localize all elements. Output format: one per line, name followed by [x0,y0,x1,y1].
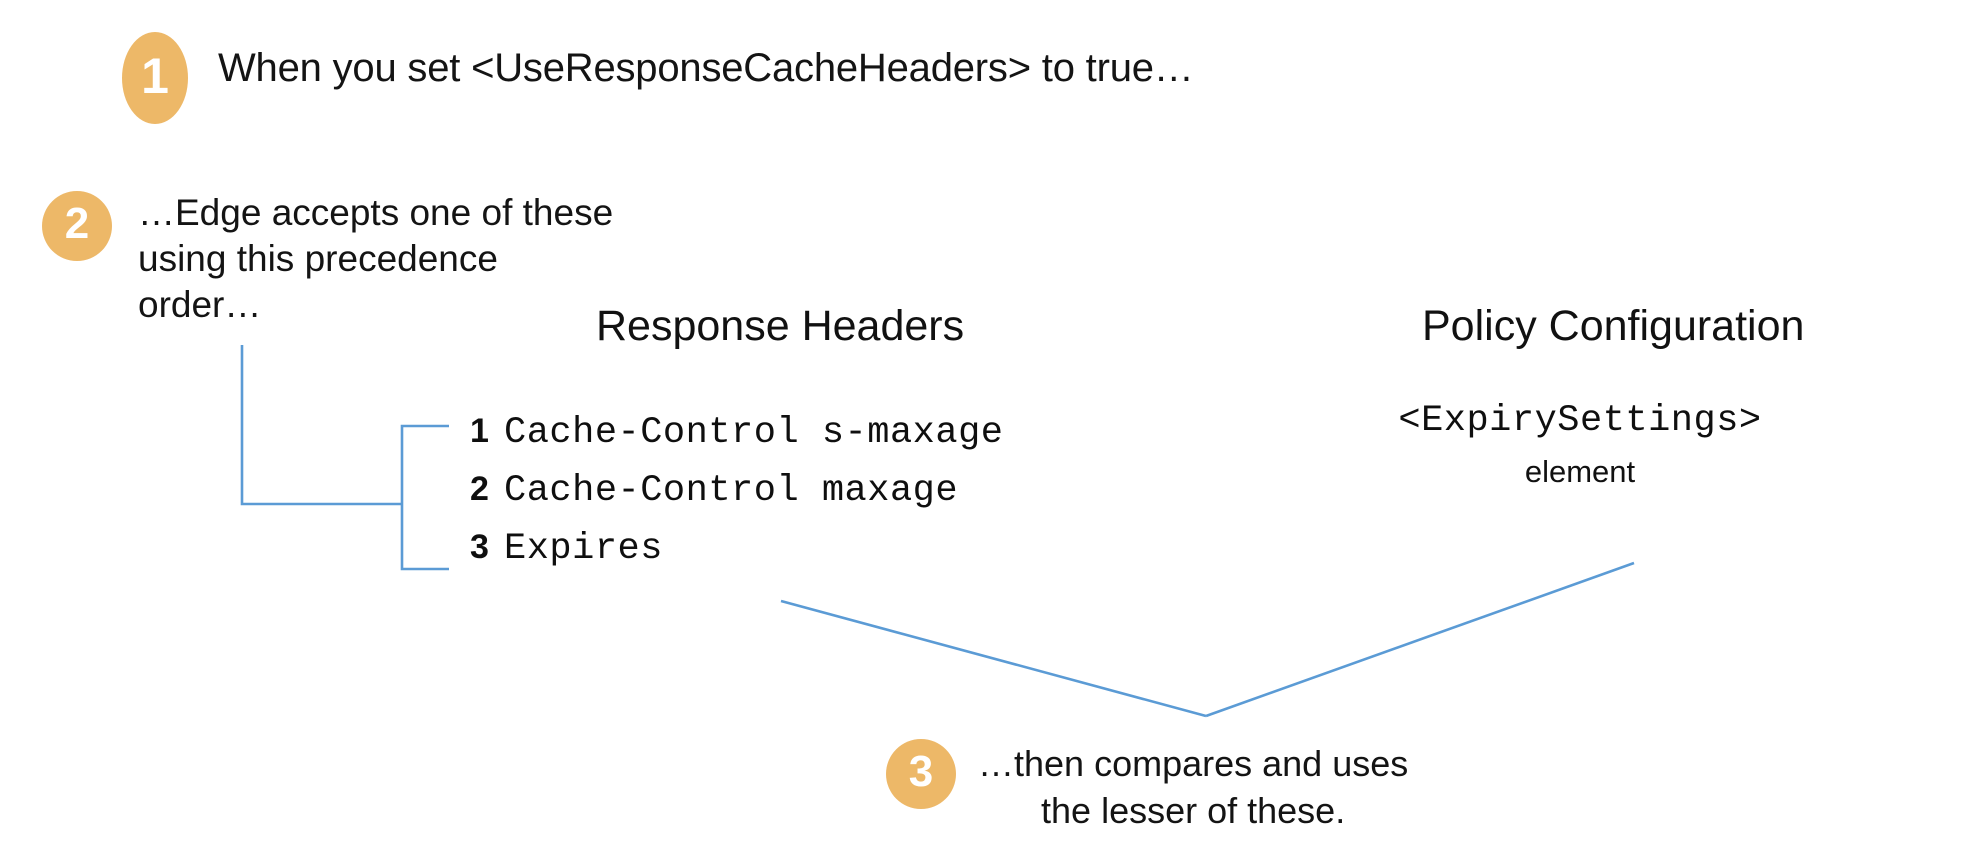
list-item-index: 1 [470,412,489,450]
step-badge-3-number: 3 [908,747,934,796]
list-item: 3 Expires [470,528,1003,586]
converge-line-left [780,599,1207,718]
expiry-settings-code: <ExpirySettings> [1398,400,1762,442]
list-item-value: Cache-Control s-maxage [504,412,1004,454]
step-badge-3: 3 [886,739,956,809]
bracket-step2-to-list [240,345,402,506]
list-item-value: Cache-Control maxage [504,470,959,512]
list-item: 1 Cache-Control s-maxage [470,412,1003,470]
step-badge-2-number: 2 [64,199,90,248]
step-badge-2: 2 [42,191,112,261]
bracket-list-group [400,424,449,571]
list-item: 2 Cache-Control maxage [470,470,1003,528]
step-3-text: …then compares and uses the lesser of th… [978,743,1409,831]
step-1-text: When you set <UseResponseCacheHeaders> t… [218,46,1194,90]
response-headers-list: 1 Cache-Control s-maxage 2 Cache-Control… [470,412,1003,586]
converge-line-right [1205,561,1635,718]
response-headers-heading: Response Headers [596,302,965,350]
list-item-value: Expires [504,528,663,570]
step-2-text: …Edge accepts one of these using this pr… [138,192,614,325]
step-badge-1-number: 1 [141,48,169,104]
expiry-settings-label: element [1524,454,1636,489]
step-badge-1: 1 [122,32,188,124]
policy-configuration-element: <ExpirySettings> element [1380,400,1780,490]
list-item-index: 2 [470,470,489,508]
list-item-index: 3 [470,528,489,566]
policy-configuration-heading: Policy Configuration [1422,302,1805,350]
